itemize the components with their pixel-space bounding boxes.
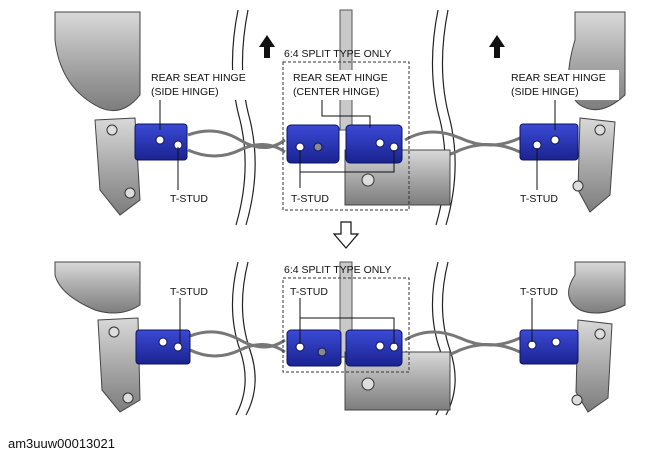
- side-hinge-left-label-line1: REAR SEAT HINGE: [151, 72, 246, 84]
- hinge-center-left: [286, 329, 342, 367]
- side-bracket-left: [94, 117, 141, 216]
- t-stud-label: T-STUD: [170, 193, 208, 205]
- side-bracket-left: [97, 317, 141, 413]
- hinge-center-right: [345, 124, 403, 164]
- top-panel: 6:4 SPLIT TYPE ONLY REAR SEAT HINGE (SID…: [54, 9, 626, 226]
- hinge-side-right: [519, 329, 579, 365]
- side-hinge-left-label-line2: (SIDE HINGE): [151, 86, 219, 98]
- split-label-bottom: 6:4 SPLIT TYPE ONLY: [284, 264, 391, 276]
- split-label-top: 6:4 SPLIT TYPE ONLY: [284, 48, 391, 60]
- seat-back-left: [54, 11, 141, 112]
- split-box-bottom: [282, 277, 410, 373]
- seat-back-right: [568, 261, 626, 314]
- t-stud-label: T-STUD: [291, 193, 329, 205]
- side-bracket-right: [577, 117, 616, 213]
- t-stud-label: T-STUD: [520, 286, 558, 298]
- up-arrow-icon: [489, 35, 505, 58]
- t-stud-label: T-STUD: [520, 193, 558, 205]
- side-hinge-right-label-line1: REAR SEAT HINGE: [511, 72, 606, 84]
- leader-lines: [179, 298, 533, 344]
- figure-code: am3uuw00013021: [8, 436, 115, 451]
- down-outline-arrow-icon: [332, 221, 360, 249]
- up-arrow-icon: [259, 35, 275, 58]
- seat-back-left: [54, 261, 141, 314]
- t-stud-label: T-STUD: [170, 286, 208, 298]
- split-box-top: [282, 61, 410, 211]
- hinge-center-right: [345, 329, 403, 367]
- hinge-side-right: [519, 123, 579, 161]
- center-hinge-label-line1: REAR SEAT HINGE: [293, 72, 388, 84]
- hinge-side-left: [134, 123, 188, 161]
- center-hinge-label-line2: (CENTER HINGE): [293, 86, 379, 98]
- bottom-panel: 6:4 SPLIT TYPE ONLY T-STUD T-STUD T-STUD: [54, 261, 626, 416]
- hinge-center-left: [286, 124, 340, 164]
- t-stud-label: T-STUD: [290, 286, 328, 298]
- side-bracket-right: [575, 319, 613, 413]
- side-hinge-right-label-line2: (SIDE HINGE): [511, 86, 579, 98]
- hinge-side-left: [135, 329, 191, 365]
- leader-lines: [159, 100, 556, 190]
